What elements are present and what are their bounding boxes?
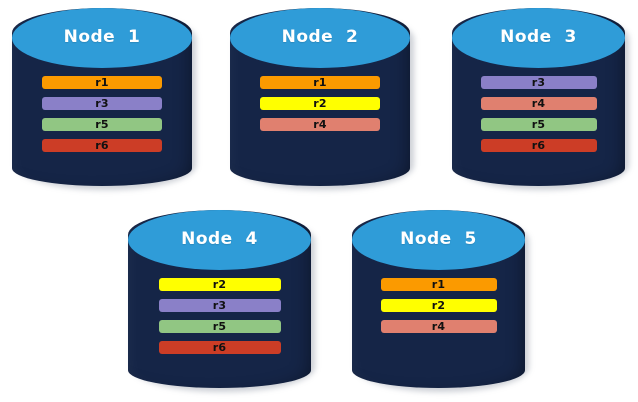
replica-bar-r5[interactable]: r5 bbox=[158, 320, 281, 333]
database-node-5[interactable]: Node 5 r1 r2 r4 bbox=[352, 210, 529, 392]
replica-bar-r6[interactable]: r6 bbox=[42, 139, 162, 152]
replica-label: r2 bbox=[431, 299, 446, 312]
database-node-1[interactable]: Node 1 r1 r3 r5 r6 bbox=[12, 8, 196, 190]
replica-list: r1 r2 r4 bbox=[230, 76, 410, 131]
replica-label: r1 bbox=[95, 76, 109, 89]
replica-label: r2 bbox=[212, 278, 227, 291]
cylinder-top-cap: Node 3 bbox=[452, 8, 625, 68]
replica-label: r5 bbox=[531, 118, 546, 131]
node-title: Node 2 bbox=[281, 26, 359, 47]
replica-bar-r6[interactable]: r6 bbox=[158, 341, 281, 354]
replica-label: r4 bbox=[431, 320, 446, 333]
replica-label: r3 bbox=[95, 97, 109, 110]
replica-bar-r3[interactable]: r3 bbox=[158, 299, 281, 312]
replica-bar-r1[interactable]: r1 bbox=[260, 76, 380, 89]
replica-list: r2 r3 r5 r6 bbox=[128, 278, 311, 354]
replica-label: r5 bbox=[95, 118, 109, 131]
replica-label: r2 bbox=[313, 97, 327, 110]
database-node-4[interactable]: Node 4 r2 r3 r5 r6 bbox=[128, 210, 315, 392]
replica-bar-r1[interactable]: r1 bbox=[380, 278, 497, 291]
database-node-2[interactable]: Node 2 r1 r2 r4 bbox=[230, 8, 414, 190]
replica-label: r5 bbox=[212, 320, 227, 333]
database-node-3[interactable]: Node 3 r3 r4 r5 r6 bbox=[452, 8, 629, 190]
replica-list: r3 r4 r5 r6 bbox=[452, 76, 625, 152]
node-title: Node 1 bbox=[63, 26, 141, 47]
replica-label: r3 bbox=[531, 76, 546, 89]
replica-label: r1 bbox=[313, 76, 327, 89]
replica-bar-r3[interactable]: r3 bbox=[42, 97, 162, 110]
replica-label: r6 bbox=[531, 139, 546, 152]
cylinder-top-cap: Node 4 bbox=[128, 210, 311, 270]
replica-label: r6 bbox=[212, 341, 227, 354]
replica-label: r6 bbox=[95, 139, 109, 152]
cylinder-top-cap: Node 2 bbox=[230, 8, 410, 68]
cylinder-top-cap: Node 5 bbox=[352, 210, 525, 270]
replica-label: r4 bbox=[313, 118, 327, 131]
replica-bar-r4[interactable]: r4 bbox=[480, 97, 597, 110]
replica-list: r1 r2 r4 bbox=[352, 278, 525, 333]
replica-label: r3 bbox=[212, 299, 227, 312]
replica-label: r1 bbox=[431, 278, 446, 291]
replica-bar-r5[interactable]: r5 bbox=[42, 118, 162, 131]
replica-bar-r5[interactable]: r5 bbox=[480, 118, 597, 131]
cylinder-top-cap: Node 1 bbox=[12, 8, 192, 68]
node-title: Node 3 bbox=[500, 26, 577, 47]
replica-bar-r3[interactable]: r3 bbox=[480, 76, 597, 89]
replica-label: r4 bbox=[531, 97, 546, 110]
replica-bar-r2[interactable]: r2 bbox=[158, 278, 281, 291]
replica-bar-r2[interactable]: r2 bbox=[260, 97, 380, 110]
replica-bar-r1[interactable]: r1 bbox=[42, 76, 162, 89]
replica-list: r1 r3 r5 r6 bbox=[12, 76, 192, 152]
replica-bar-r4[interactable]: r4 bbox=[260, 118, 380, 131]
replica-bar-r4[interactable]: r4 bbox=[380, 320, 497, 333]
node-title: Node 5 bbox=[400, 228, 477, 249]
node-title: Node 4 bbox=[181, 228, 258, 249]
replica-bar-r6[interactable]: r6 bbox=[480, 139, 597, 152]
replica-bar-r2[interactable]: r2 bbox=[380, 299, 497, 312]
